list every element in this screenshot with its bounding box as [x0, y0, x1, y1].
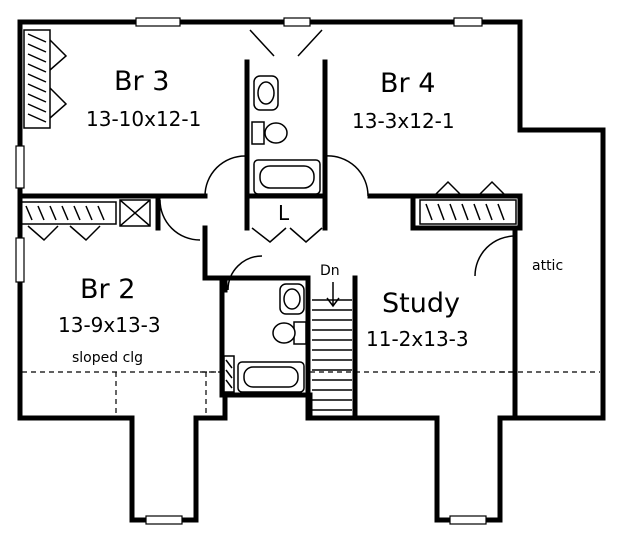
br2-name: Br 2 — [80, 274, 135, 305]
doors — [159, 29, 516, 291]
stair-down-label: Dn — [320, 263, 340, 279]
closet-br3 — [23, 29, 68, 129]
br2-note: sloped clg — [72, 350, 143, 366]
study-name: Study — [382, 288, 460, 319]
linen-label: L — [278, 201, 290, 225]
br3-name: Br 3 — [114, 66, 169, 97]
study-dims: 11-2x13-3 — [366, 327, 469, 351]
closet-br4 — [419, 180, 517, 225]
sloped-ceiling-lines — [22, 371, 600, 416]
br2-dims: 13-9x13-3 — [58, 313, 161, 337]
br3-dims: 13-10x12-1 — [86, 107, 201, 131]
mech-box — [119, 199, 151, 227]
attic-label: attic — [532, 258, 563, 274]
lower-bath — [223, 283, 307, 393]
upper-bath — [251, 75, 321, 195]
br4-dims: 13-3x12-1 — [352, 109, 455, 133]
closet-br2 — [19, 201, 117, 242]
walls — [17, 19, 606, 523]
stairs — [312, 282, 352, 411]
windows — [15, 17, 487, 525]
br4-name: Br 4 — [380, 68, 435, 99]
